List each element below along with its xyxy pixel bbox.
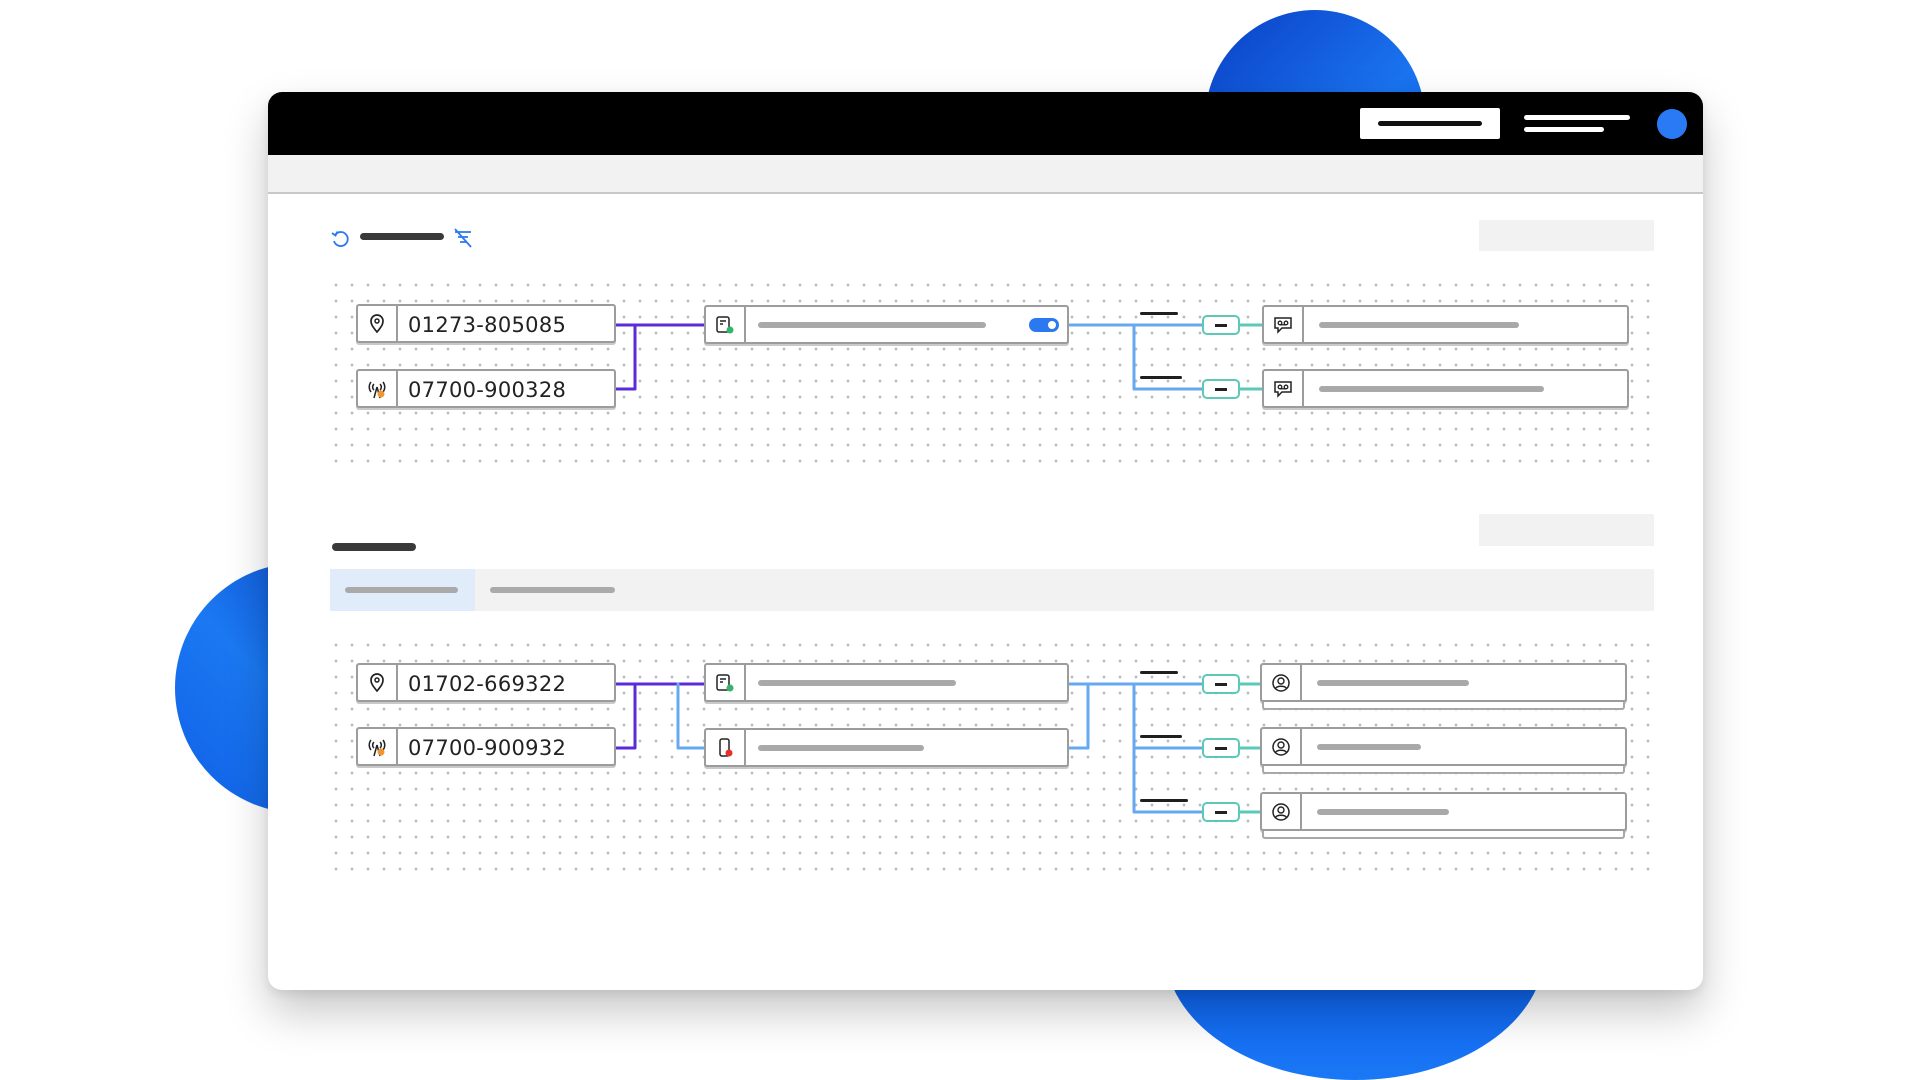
location-pin-icon — [358, 306, 398, 341]
node-label — [1317, 680, 1469, 686]
node-label — [1317, 809, 1449, 815]
tab-label — [490, 587, 615, 593]
section-action-placeholder[interactable] — [1479, 220, 1654, 251]
refresh-icon[interactable] — [329, 228, 351, 250]
user-group-node[interactable] — [1260, 792, 1627, 831]
signal-tower-icon — [358, 729, 398, 764]
location-pin-icon — [358, 665, 398, 700]
routing-node[interactable] — [704, 663, 1069, 702]
tab-strip — [330, 569, 1654, 611]
tab-label — [345, 587, 458, 593]
phone-system-icon — [706, 665, 746, 700]
connector-chip[interactable] — [1202, 802, 1240, 822]
node-label — [758, 680, 956, 686]
phone-number: 01702-669322 — [408, 672, 567, 696]
section-title — [332, 543, 416, 551]
phone-number: 07700-900932 — [408, 736, 567, 760]
section-action-placeholder[interactable] — [1479, 514, 1654, 546]
number-node[interactable]: 07700-900328 — [356, 369, 616, 408]
node-label — [1319, 322, 1519, 328]
branch-label — [1140, 671, 1178, 674]
connector-chip[interactable] — [1202, 674, 1240, 694]
node-label — [758, 322, 986, 328]
routing-node[interactable] — [704, 728, 1069, 767]
voicemail-node[interactable] — [1262, 369, 1629, 408]
tab-inactive[interactable] — [475, 569, 620, 611]
wire — [1132, 323, 1204, 391]
wire — [613, 323, 637, 391]
user-icon — [1262, 729, 1302, 764]
branch-label — [1140, 735, 1182, 738]
wire — [1066, 682, 1090, 750]
titlebar-menu-line[interactable] — [1524, 115, 1630, 120]
wire — [1132, 682, 1204, 814]
stack-indicator — [1262, 766, 1625, 774]
flow-wires — [613, 323, 1264, 814]
tab-active[interactable] — [330, 569, 475, 611]
sub-toolbar — [268, 155, 1703, 194]
user-icon — [1262, 794, 1302, 829]
titlebar-button-label — [1378, 121, 1482, 126]
routing-toggle[interactable] — [1029, 318, 1059, 332]
branch-label — [1140, 799, 1188, 802]
voicemail-icon — [1264, 371, 1304, 406]
branch-label — [1140, 312, 1178, 315]
branch-label — [1140, 376, 1182, 379]
connector-chip[interactable] — [1202, 738, 1240, 758]
phone-system-icon — [706, 307, 746, 342]
titlebar-search-button[interactable] — [1360, 108, 1500, 139]
user-group-node[interactable] — [1260, 727, 1627, 766]
user-group-node[interactable] — [1260, 663, 1627, 702]
number-node[interactable]: 01702-669322 — [356, 663, 616, 702]
number-node[interactable]: 07700-900932 — [356, 727, 616, 766]
title-bar — [268, 92, 1703, 155]
wire — [676, 682, 706, 750]
user-icon — [1262, 665, 1302, 700]
node-label — [1317, 744, 1421, 750]
section-title — [360, 233, 444, 240]
node-label — [1319, 386, 1544, 392]
voicemail-icon — [1264, 307, 1304, 342]
routing-node[interactable] — [704, 305, 1069, 344]
mobile-phone-icon — [706, 730, 746, 765]
wire — [613, 682, 637, 750]
filter-off-icon[interactable] — [452, 227, 474, 249]
signal-tower-icon — [358, 371, 398, 406]
stack-indicator — [1262, 831, 1625, 839]
stack-indicator — [1262, 702, 1625, 710]
connector-chip[interactable] — [1202, 315, 1240, 335]
connector-chip[interactable] — [1202, 379, 1240, 399]
voicemail-node[interactable] — [1262, 305, 1629, 344]
phone-number: 01273-805085 — [408, 313, 567, 337]
number-node[interactable]: 01273-805085 — [356, 304, 616, 343]
app-window: 01273-805085 07700-900328 01702-669322 — [268, 92, 1703, 990]
phone-number: 07700-900328 — [408, 378, 567, 402]
titlebar-menu-line[interactable] — [1524, 127, 1604, 132]
avatar[interactable] — [1657, 109, 1687, 139]
node-label — [758, 745, 924, 751]
